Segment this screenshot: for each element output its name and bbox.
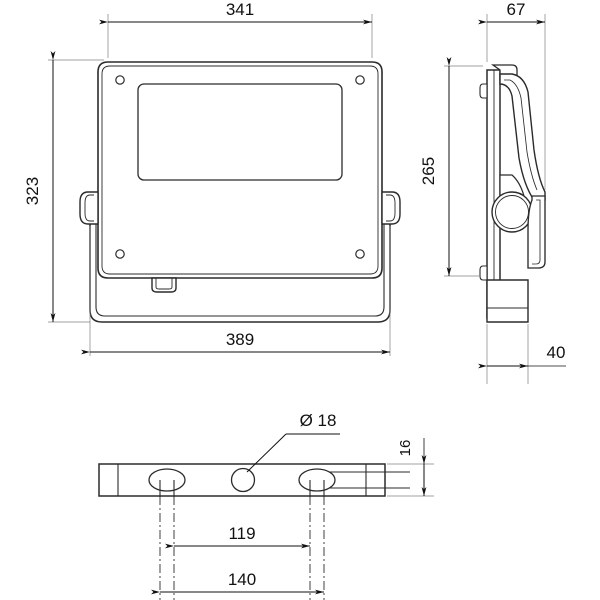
dim-323-label: 323 xyxy=(23,177,42,205)
dim-265-label: 265 xyxy=(419,157,438,185)
cable-gland xyxy=(151,277,177,293)
dim-67: 67 xyxy=(478,0,545,25)
dim-140-label: 140 xyxy=(228,570,256,589)
front-extension-lines xyxy=(48,14,391,356)
bracket-detail-view: Ø 18 16 119 140 xyxy=(98,411,434,600)
bracket-inner-edge xyxy=(95,200,385,317)
lens-window xyxy=(137,83,343,181)
pivot-knob-right xyxy=(381,191,401,225)
side-base-foot xyxy=(486,279,529,323)
dim-40: 40 xyxy=(478,343,566,369)
side-bracket-leg-lower xyxy=(527,195,546,269)
dim-389: 389 xyxy=(81,330,390,355)
corner-screw-top-right xyxy=(355,75,365,85)
side-arm-inner-line xyxy=(504,79,538,191)
side-boss-bottom xyxy=(479,265,488,281)
slot-hole-right xyxy=(298,468,336,496)
dim-67-label: 67 xyxy=(507,0,526,19)
dim-16-label: 16 xyxy=(397,440,414,457)
housing-inner-outline xyxy=(101,65,379,275)
dim-119-label: 119 xyxy=(228,524,255,543)
dim-323: 323 xyxy=(23,51,56,322)
side-view: 67 265 40 xyxy=(419,0,566,384)
diameter-leader: Ø 18 xyxy=(246,411,340,473)
dim-40-label: 40 xyxy=(547,343,566,362)
dim-341: 341 xyxy=(99,0,372,25)
center-round-hole xyxy=(230,467,256,493)
bracket-outer-edge xyxy=(89,200,391,323)
front-u-bracket xyxy=(89,200,391,323)
corner-screw-bottom-left xyxy=(115,249,125,259)
dim-140: 140 xyxy=(151,570,324,595)
dim-389-label: 389 xyxy=(226,330,254,349)
dim-18-label: Ø 18 xyxy=(300,411,337,430)
dim-341-label: 341 xyxy=(226,0,254,19)
dim-265: 265 xyxy=(419,57,452,276)
pivot-knob-left xyxy=(79,191,99,225)
dim-16: 16 xyxy=(397,438,427,496)
front-view: 341 323 389 xyxy=(23,0,401,356)
dim-119: 119 xyxy=(165,524,310,549)
pivot-knuckle-outer xyxy=(491,191,533,233)
slot-hole-left xyxy=(148,468,186,496)
corner-screw-top-left xyxy=(115,75,125,85)
side-leg-inner-line xyxy=(532,199,541,265)
side-boss-top xyxy=(479,83,488,99)
corner-screw-bottom-right xyxy=(355,249,365,259)
